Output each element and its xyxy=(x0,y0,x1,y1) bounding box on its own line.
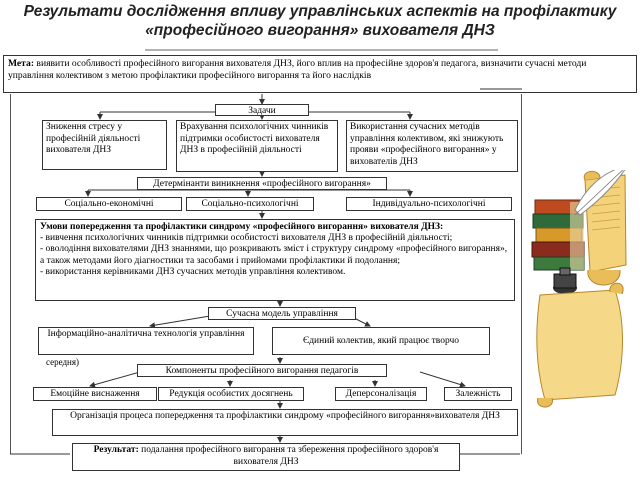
goal-box: Мета: виявити особливості професійного в… xyxy=(3,55,637,93)
components-header: Компоненты професійного вигорання педаго… xyxy=(137,364,387,377)
condition-line-1: - вивчення психологічних чинників підтри… xyxy=(40,233,453,244)
component-dependency: Залежність xyxy=(444,387,512,401)
condition-line-3: - використання керівниками ДНЗ сучасних … xyxy=(40,266,346,277)
result-label: Результат: xyxy=(93,445,139,455)
goal-text: виявити особливості професійного вигоран… xyxy=(8,58,587,81)
model-item-info-tech: Інформаційно-аналітична технологія управ… xyxy=(38,327,254,355)
determinant-socioeconomic: Соціально-економічні xyxy=(36,197,182,211)
result-text: подалання професійного вигорання та збер… xyxy=(138,445,439,467)
diagram-frame xyxy=(10,94,522,454)
title-line-2: «професійного вигорання» вихователя ДНЗ xyxy=(145,22,495,39)
determinants-header: Детермінанти виникнення «професійного ви… xyxy=(137,177,387,190)
model-item-team: Єдиний колектив, який працює творчо xyxy=(272,327,490,355)
organization-box: Організація процеса попередження та проф… xyxy=(52,409,518,436)
determinant-individual: Індивідуально-психологічні xyxy=(346,197,512,211)
tasks-header: Задачи xyxy=(215,104,309,116)
slide-title: Результати дослідження впливу управлінсь… xyxy=(0,2,640,40)
component-emotional-exhaustion: Емоційне виснаження xyxy=(33,387,157,401)
task-item-2: Врахування психологічних чинників підтри… xyxy=(176,120,338,172)
books-scroll-illustration xyxy=(531,170,627,408)
component-reduction: Редукція особистих досягнень xyxy=(158,387,304,401)
component-depersonalization: Деперсоналізація xyxy=(335,387,427,401)
goal-label: Мета: xyxy=(8,58,35,69)
task-item-1: Зниження стресу у професійній діяльності… xyxy=(42,120,167,170)
conditions-title: Умови попередження та профілактики синдр… xyxy=(40,222,444,232)
task-item-3: Використання сучасних методів управління… xyxy=(346,120,518,172)
conditions-box: Умови попередження та профілактики синдр… xyxy=(35,219,515,301)
model-header: Сучасна модель управління xyxy=(208,307,356,320)
result-box: Результат: подалання професійного вигора… xyxy=(72,443,460,471)
determinant-sociopsychological: Соціально-психологічні xyxy=(186,197,314,211)
condition-line-2: - оволодіння вихователями ДНЗ знаннями, … xyxy=(40,244,508,266)
model-note: середня) xyxy=(46,357,80,367)
title-line-1: Результати дослідження впливу управлінсь… xyxy=(23,3,617,20)
